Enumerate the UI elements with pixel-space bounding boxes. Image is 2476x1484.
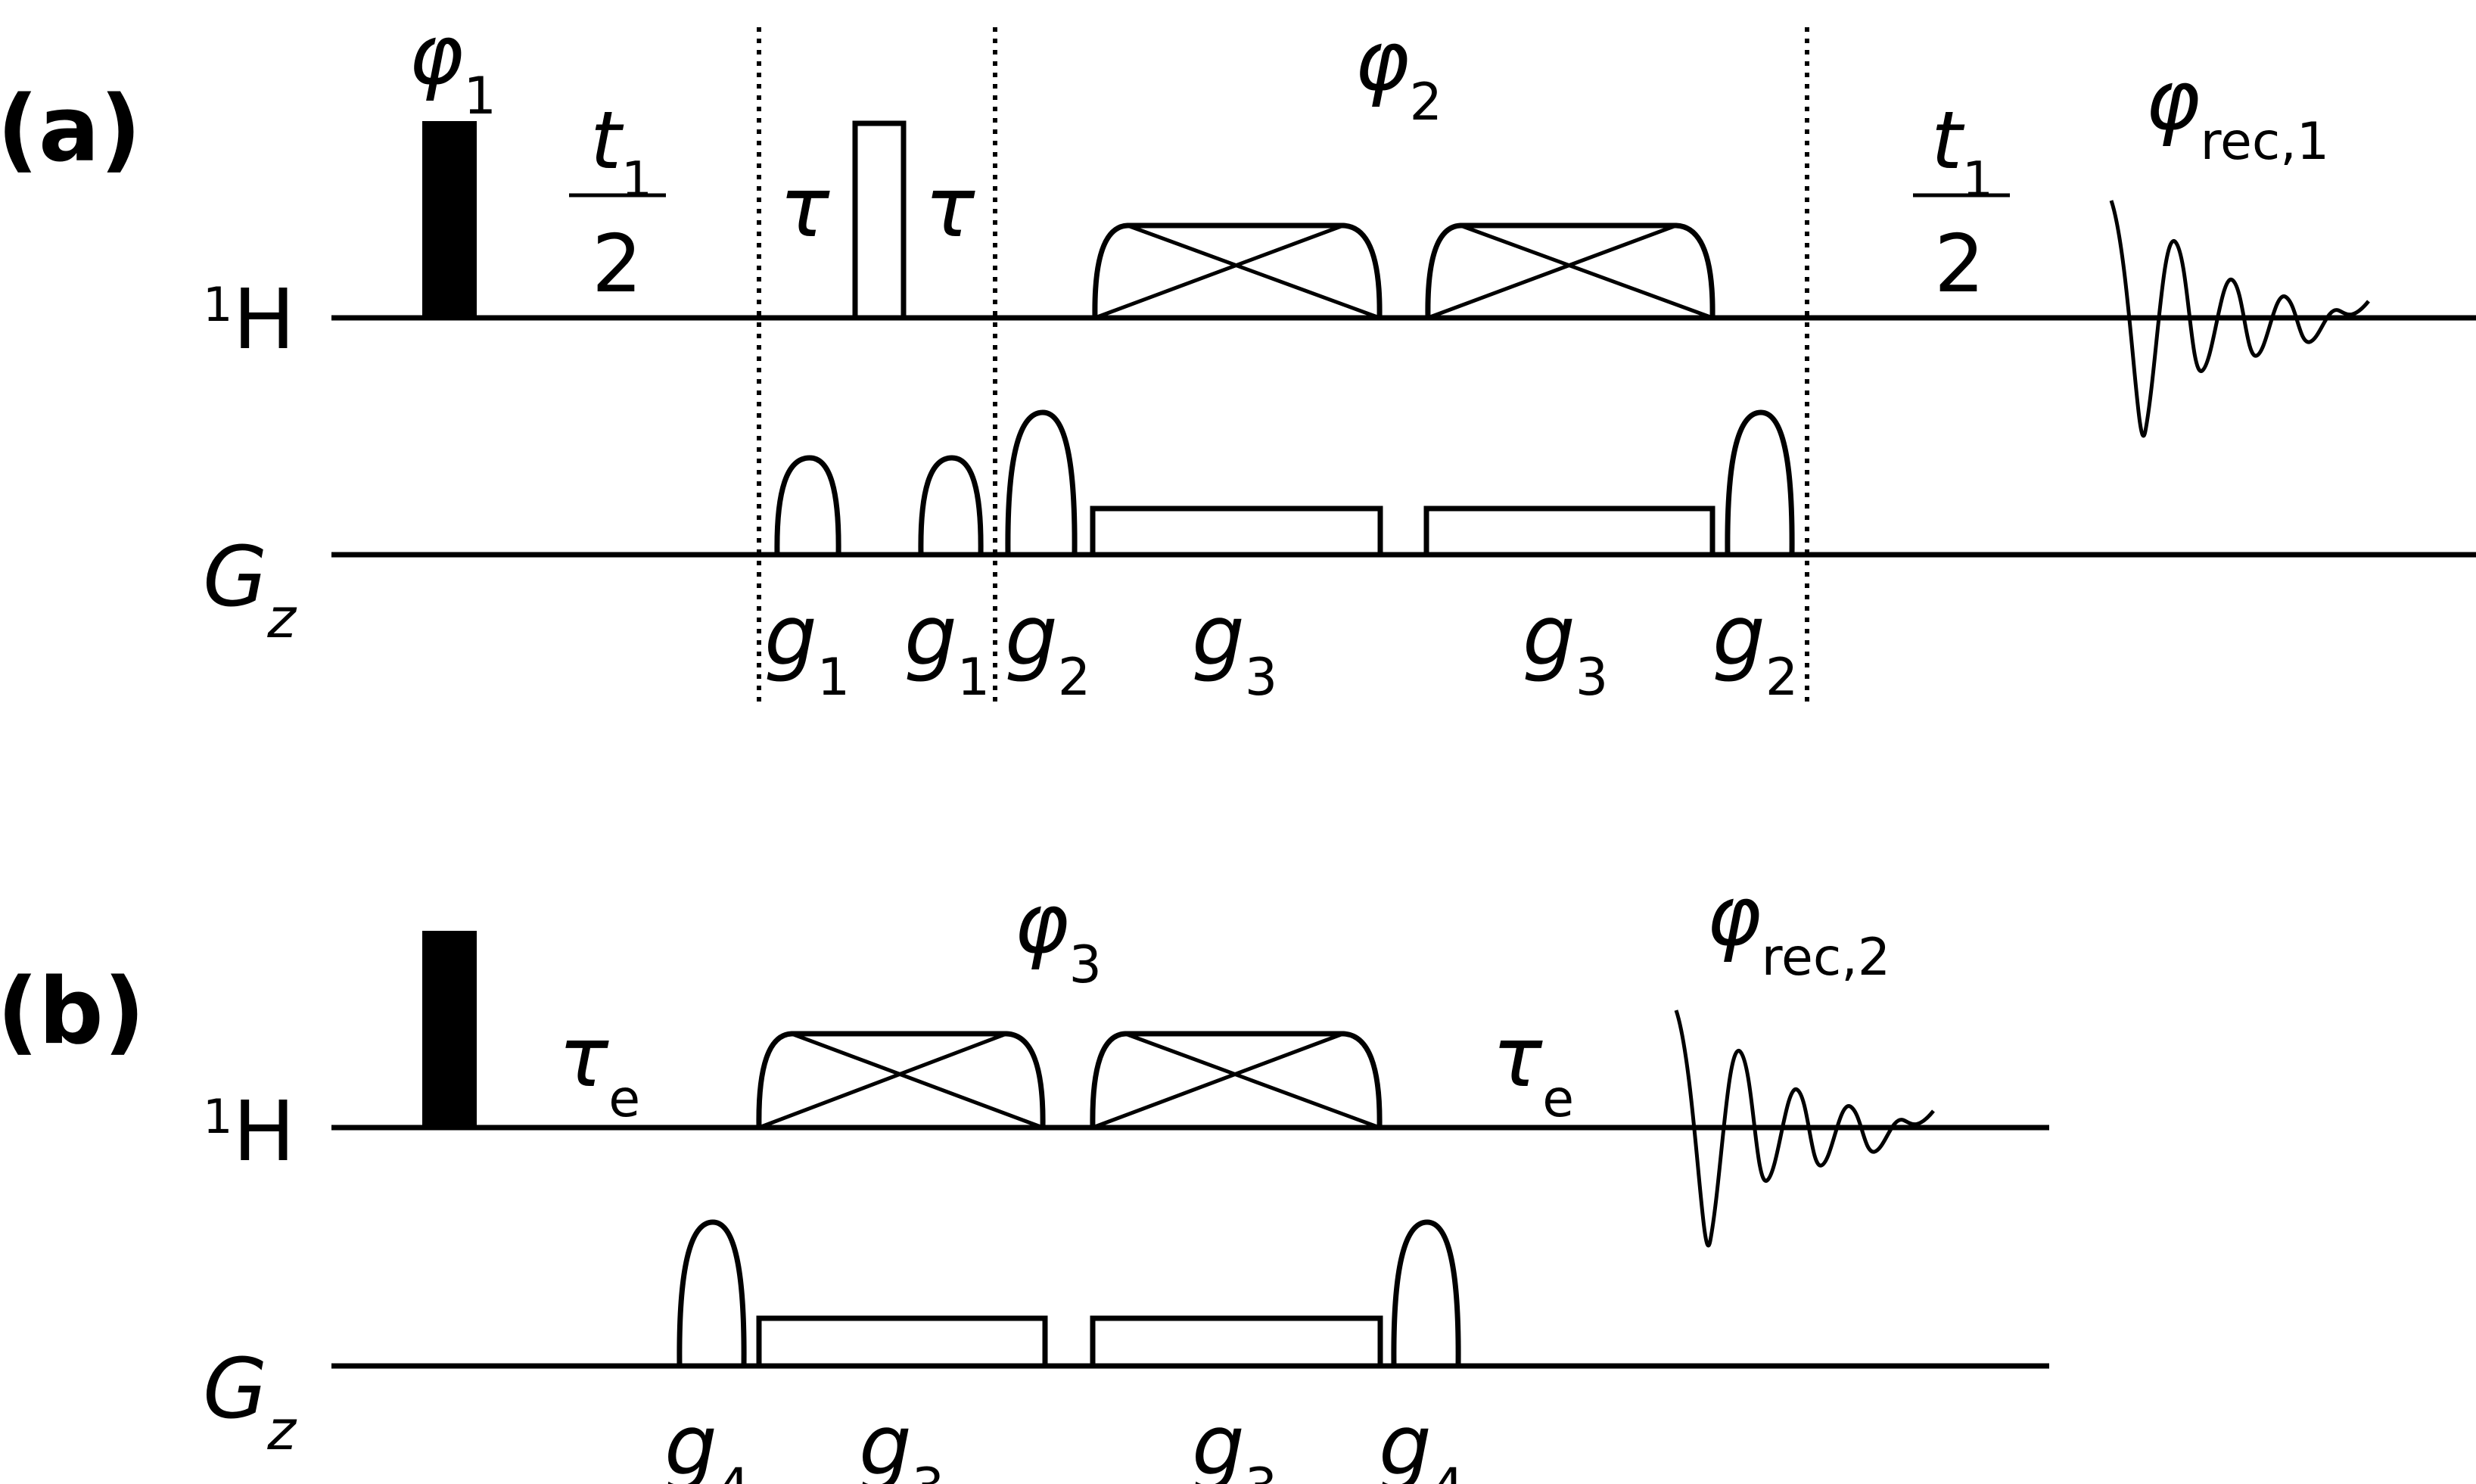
- phi-rec-1-label: φrec,1: [2145, 51, 2329, 172]
- tau-e-right-label: τe: [1492, 1009, 1574, 1129]
- gradient-label: g1: [764, 587, 850, 708]
- gradient-label: g1: [904, 587, 990, 708]
- gradient-label: g3: [859, 1397, 944, 1484]
- svg-text:2: 2: [592, 218, 642, 310]
- gradient-pulse: [1725, 409, 1795, 555]
- gz-channel-label-a: Gz: [203, 528, 297, 650]
- gradient-rect: [1090, 1315, 1383, 1369]
- panel-b: (b) 1H Gz τe φ3 τe φrec,2 g4 g3 g3 g4: [0, 867, 2049, 1484]
- gradient-label: g3: [1523, 587, 1608, 708]
- tau-right-label: τ: [925, 159, 975, 256]
- gz-channel-label-b: Gz: [203, 1340, 297, 1462]
- gradient-rect: [756, 1315, 1048, 1369]
- svg-text:t1: t1: [1931, 95, 1993, 208]
- gradient-label: g2: [1005, 587, 1090, 708]
- gradient-label: g2: [1712, 587, 1798, 708]
- gradient-pulse: [1391, 1219, 1461, 1367]
- panel-b-label: (b): [0, 960, 145, 1065]
- tau-e-left-label: τe: [558, 1009, 640, 1129]
- gradient-pulse: [677, 1219, 747, 1367]
- shaped-pulse: [1425, 222, 1715, 321]
- panel-a: (a) 1H Gz φ1 t1 2 τ τ: [0, 6, 2476, 708]
- phi1-label: φ1: [409, 6, 496, 126]
- t1-half-right: t1 2: [1913, 95, 2010, 310]
- shaped-pulse: [756, 1031, 1046, 1131]
- gradient-label: g3: [1192, 1397, 1277, 1484]
- gradient-pulse: [918, 455, 984, 555]
- fid-signal: [1674, 1010, 1935, 1248]
- phi2-label: φ2: [1355, 12, 1442, 132]
- gradient-pulse: [774, 455, 841, 555]
- gradient-label: g4: [1379, 1397, 1464, 1484]
- 90-degree-pulse: [422, 121, 477, 318]
- svg-text:2: 2: [1934, 218, 1985, 310]
- t1-half-left: t1 2: [569, 95, 666, 310]
- 180-degree-pulse: [852, 120, 907, 321]
- h-channel-label-a: 1H: [203, 271, 295, 368]
- h-channel-label-b: 1H: [203, 1083, 295, 1180]
- gradient-pulse: [1005, 409, 1078, 555]
- gradient-label: g3: [1192, 587, 1277, 708]
- gradient-label: g4: [664, 1397, 750, 1484]
- phi-rec-2-label: φrec,2: [1706, 867, 1890, 988]
- phi3-label: φ3: [1014, 875, 1102, 995]
- shaped-pulse: [1090, 1031, 1383, 1131]
- 90-degree-pulse: [422, 931, 477, 1128]
- panel-a-label: (a): [0, 77, 142, 182]
- tau-left-label: τ: [779, 159, 830, 256]
- fid-signal: [2109, 200, 2370, 438]
- shaped-pulse: [1092, 222, 1383, 321]
- gradient-rect: [1423, 506, 1715, 558]
- svg-text:t1: t1: [590, 95, 652, 208]
- gradient-rect: [1090, 506, 1383, 558]
